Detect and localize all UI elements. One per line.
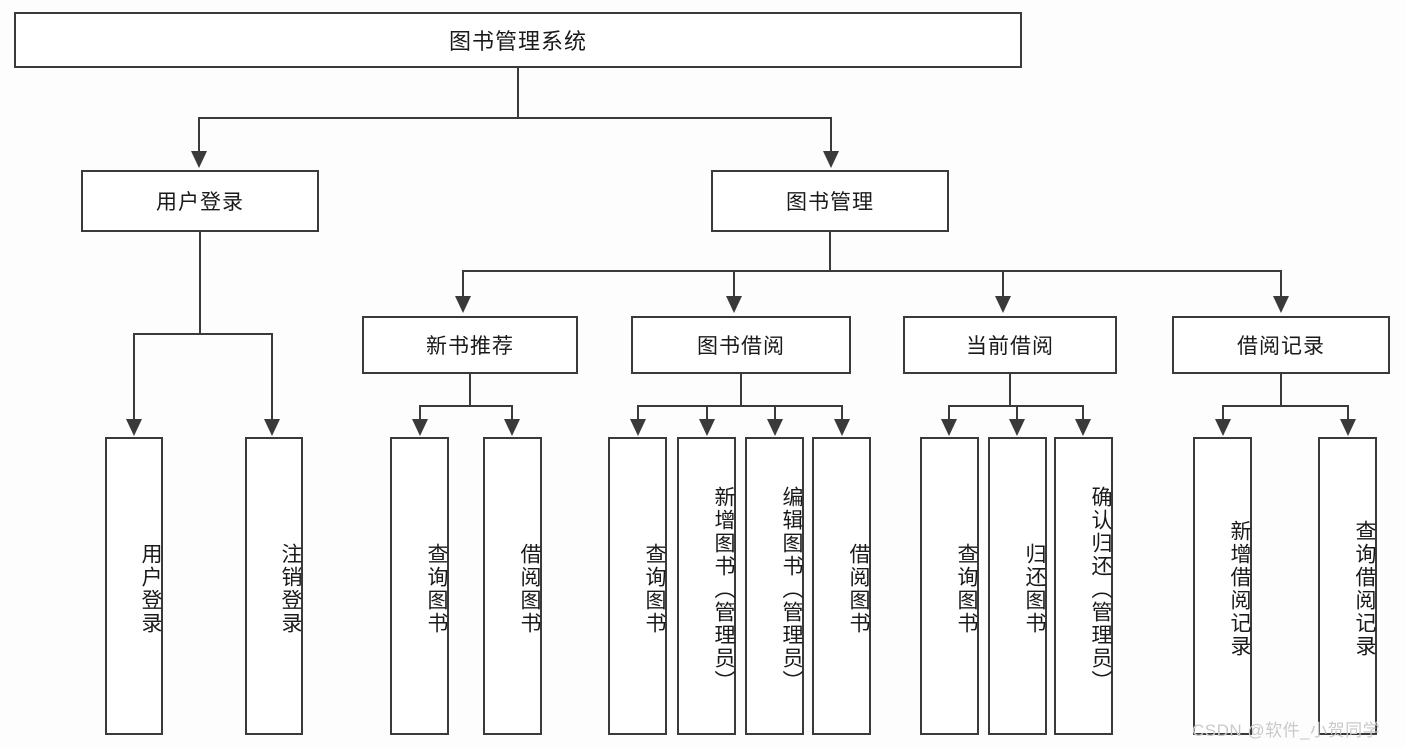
- leaf-query-book-borrow[interactable]: 查询图书: [608, 437, 667, 735]
- connector-book-borrow-drop-4: [841, 405, 843, 421]
- connector-user-login-bus: [133, 333, 271, 335]
- leaf-label: 编辑图书（管理员）: [780, 485, 803, 693]
- connector-root-drop-right: [830, 117, 832, 152]
- connector-borrow-record-drop-1: [1222, 405, 1224, 421]
- connector-book-manage-stem: [829, 232, 831, 271]
- node-user-login[interactable]: 用户登录: [81, 170, 319, 232]
- arrow-to-leaf-logout: [264, 419, 280, 436]
- arrow-to-leaf-borrow-book-2: [834, 419, 850, 436]
- connector-level3-drop-3: [1002, 270, 1004, 297]
- connector-book-borrow-bus: [637, 405, 842, 407]
- connector-new-book-drop-1: [419, 405, 421, 421]
- arrow-to-leaf-edit-book: [767, 419, 783, 436]
- leaf-query-borrow-record[interactable]: 查询借阅记录: [1318, 437, 1377, 735]
- connector-root-bus: [198, 117, 832, 119]
- leaf-label: 查询借阅记录: [1353, 520, 1376, 658]
- node-new-book-recommend[interactable]: 新书推荐: [362, 316, 578, 374]
- connector-borrow-record-drop-2: [1347, 405, 1349, 421]
- connector-user-login-drop-1: [133, 333, 135, 420]
- connector-current-borrow-drop-3: [1082, 405, 1084, 421]
- leaf-logout[interactable]: 注销登录: [245, 437, 303, 735]
- leaf-label: 新增图书（管理员）: [712, 485, 735, 693]
- leaf-label: 注销登录: [279, 543, 302, 635]
- watermark-text: CSDN @软件_小贺同学: [1192, 721, 1381, 740]
- connector-current-borrow-drop-2: [1016, 405, 1018, 421]
- arrow-to-current-borrow: [995, 296, 1011, 313]
- connector-book-borrow-drop-2: [706, 405, 708, 421]
- connector-level3-drop-1: [462, 270, 464, 297]
- arrow-to-book-manage: [823, 151, 839, 168]
- arrow-to-leaf-query-book-2: [630, 419, 646, 436]
- arrow-to-book-borrow: [726, 296, 742, 313]
- connector-borrow-record-bus: [1222, 405, 1349, 407]
- connector-new-book-bus: [419, 405, 513, 407]
- leaf-borrow-book[interactable]: 借阅图书: [812, 437, 871, 735]
- arrow-to-leaf-borrow-book-1: [504, 419, 520, 436]
- leaf-confirm-return[interactable]: 确认归还（管理员）: [1054, 437, 1113, 735]
- leaf-add-borrow-record[interactable]: 新增借阅记录: [1193, 437, 1252, 735]
- leaf-add-book[interactable]: 新增图书（管理员）: [677, 437, 736, 735]
- arrow-to-leaf-confirm-return: [1075, 419, 1091, 436]
- leaf-edit-book[interactable]: 编辑图书（管理员）: [745, 437, 804, 735]
- arrow-to-user-login: [191, 151, 207, 168]
- leaf-user-login[interactable]: 用户登录: [105, 437, 163, 735]
- connector-user-login-drop-2: [271, 333, 273, 420]
- leaf-return-book[interactable]: 归还图书: [988, 437, 1047, 735]
- arrow-to-leaf-add-book: [699, 419, 715, 436]
- node-root-system[interactable]: 图书管理系统: [14, 12, 1022, 68]
- connector-user-login-stem: [199, 232, 201, 334]
- connector-new-book-drop-2: [511, 405, 513, 421]
- leaf-label: 新增借阅记录: [1228, 520, 1251, 658]
- arrow-to-leaf-add-record: [1215, 419, 1231, 436]
- leaf-query-book-current[interactable]: 查询图书: [920, 437, 979, 735]
- leaf-borrow-book-recommend[interactable]: 借阅图书: [483, 437, 542, 735]
- connector-root-stem: [517, 68, 519, 118]
- arrow-to-new-book-recommend: [455, 296, 471, 313]
- connector-book-borrow-drop-1: [637, 405, 639, 421]
- connector-level3-bus: [462, 270, 1282, 272]
- connector-level3-drop-2: [733, 270, 735, 297]
- arrow-to-leaf-query-book-3: [941, 419, 957, 436]
- node-book-borrow[interactable]: 图书借阅: [631, 316, 851, 374]
- connector-new-book-stem: [469, 374, 471, 406]
- leaf-label: 查询图书: [425, 543, 448, 635]
- connector-book-borrow-drop-3: [774, 405, 776, 421]
- leaf-query-book-recommend[interactable]: 查询图书: [390, 437, 449, 735]
- connector-borrow-record-stem: [1280, 374, 1282, 406]
- arrow-to-leaf-user-login: [126, 419, 142, 436]
- arrow-to-leaf-query-record: [1340, 419, 1356, 436]
- leaf-label: 用户登录: [139, 543, 162, 635]
- connector-root-drop-left: [198, 117, 200, 152]
- leaf-label: 借阅图书: [847, 543, 870, 635]
- leaf-label: 借阅图书: [518, 543, 541, 635]
- leaf-label: 确认归还（管理员）: [1089, 485, 1112, 693]
- connector-level3-drop-4: [1280, 270, 1282, 297]
- leaf-label: 归还图书: [1023, 543, 1046, 635]
- connector-current-borrow-stem: [1009, 374, 1011, 406]
- leaf-label: 查询图书: [955, 543, 978, 635]
- connector-current-borrow-drop-1: [948, 405, 950, 421]
- node-current-borrow[interactable]: 当前借阅: [903, 316, 1117, 374]
- leaf-label: 查询图书: [643, 543, 666, 635]
- node-borrow-record[interactable]: 借阅记录: [1172, 316, 1390, 374]
- arrow-to-borrow-record: [1273, 296, 1289, 313]
- connector-book-borrow-stem: [740, 374, 742, 406]
- arrow-to-leaf-query-book-1: [412, 419, 428, 436]
- node-book-manage[interactable]: 图书管理: [711, 170, 949, 232]
- arrow-to-leaf-return-book: [1009, 419, 1025, 436]
